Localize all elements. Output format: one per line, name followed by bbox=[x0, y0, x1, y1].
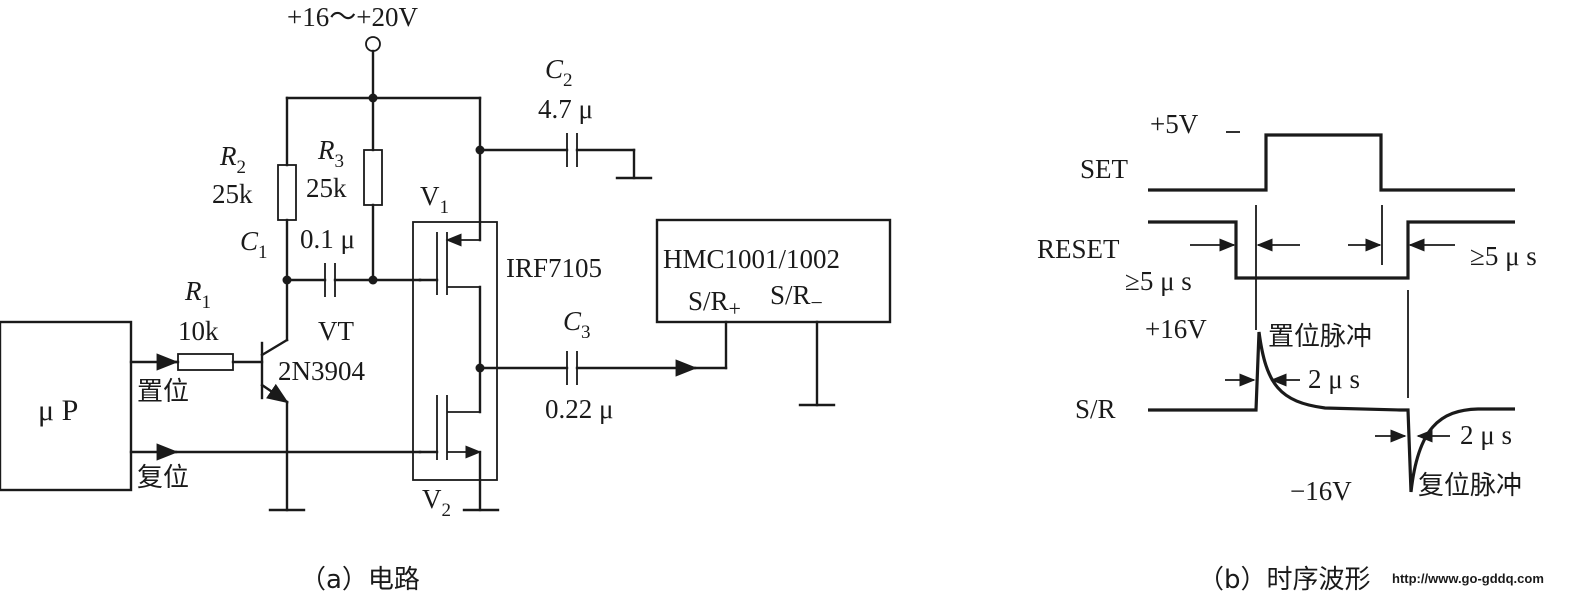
v16neg-label: −16V bbox=[1290, 476, 1352, 506]
r3-ref: R3 bbox=[317, 135, 344, 172]
r1-ref: R1 bbox=[184, 276, 211, 313]
c2-ref: C2 bbox=[545, 54, 573, 91]
timing-caption: （b）时序波形 bbox=[1198, 565, 1371, 594]
r1-value: 10k bbox=[178, 316, 219, 346]
mosfet-part: IRF7105 bbox=[506, 253, 602, 283]
circuit: +16～+20V R2 25k R3 25k C1 0.1 μ VT bbox=[0, 2, 892, 594]
sr-label: S/R bbox=[1075, 394, 1116, 424]
supply-label: +16～+20V bbox=[287, 2, 418, 32]
c1-value: 0.1 μ bbox=[300, 224, 355, 254]
reset-signal-label: 复位 bbox=[137, 463, 189, 493]
sr-waveform bbox=[1148, 331, 1515, 493]
vt-part: 2N3904 bbox=[278, 356, 365, 386]
c3-ref: C3 bbox=[563, 306, 591, 343]
sensor-pin-plus: S/R+ bbox=[688, 286, 741, 321]
ge5-right-label: ≥5 μ s bbox=[1470, 241, 1537, 271]
v5-label: +5V bbox=[1150, 109, 1199, 139]
v1-ref: V1 bbox=[420, 181, 449, 218]
vt-ref: VT bbox=[318, 316, 354, 346]
set-pulse-label: 置位脉冲 bbox=[1268, 322, 1372, 352]
supply-terminal bbox=[365, 36, 381, 52]
mcu-box bbox=[0, 320, 133, 492]
two-us-label-2: 2 μ s bbox=[1460, 420, 1512, 450]
reset-label: RESET bbox=[1037, 234, 1120, 264]
vt-collector bbox=[260, 338, 289, 357]
r2-ref: R2 bbox=[219, 141, 246, 178]
sensor-name: HMC1001/1002 bbox=[663, 244, 840, 274]
circuit-caption: （a）电路 bbox=[300, 565, 420, 594]
timing-diagram: +5V SET RESET ≥5 μ s ≥5 μ s +16V 置位脉冲 2 … bbox=[1037, 109, 1537, 594]
sensor-pin-minus: S/R− bbox=[770, 280, 823, 315]
reset-waveform bbox=[1148, 220, 1515, 280]
two-us-label-1: 2 μ s bbox=[1308, 364, 1360, 394]
watermark: http://www.go-gddq.com bbox=[1392, 571, 1544, 586]
sensor-box bbox=[655, 218, 892, 324]
r1-resistor bbox=[177, 353, 234, 371]
reset-pulse-label: 复位脉冲 bbox=[1418, 471, 1522, 501]
c3-value: 0.22 μ bbox=[545, 394, 613, 424]
c1-ref: C1 bbox=[240, 226, 268, 263]
mosfet-package bbox=[412, 221, 498, 481]
set-signal-label: 置位 bbox=[137, 377, 189, 407]
r3-value: 25k bbox=[306, 173, 347, 203]
c2-value: 4.7 μ bbox=[538, 94, 593, 124]
junction bbox=[368, 275, 378, 285]
set-waveform bbox=[1148, 133, 1515, 192]
mcu-label: μ P bbox=[38, 394, 78, 427]
r2-resistor bbox=[277, 164, 297, 221]
v2-ref: V2 bbox=[422, 484, 451, 521]
r3-resistor bbox=[363, 149, 383, 206]
ge5-left-label: ≥5 μ s bbox=[1125, 266, 1192, 296]
vt-emitter bbox=[260, 383, 289, 404]
v16pos-label: +16V bbox=[1145, 314, 1207, 344]
r2-value: 25k bbox=[212, 179, 253, 209]
set-label: SET bbox=[1080, 154, 1129, 184]
